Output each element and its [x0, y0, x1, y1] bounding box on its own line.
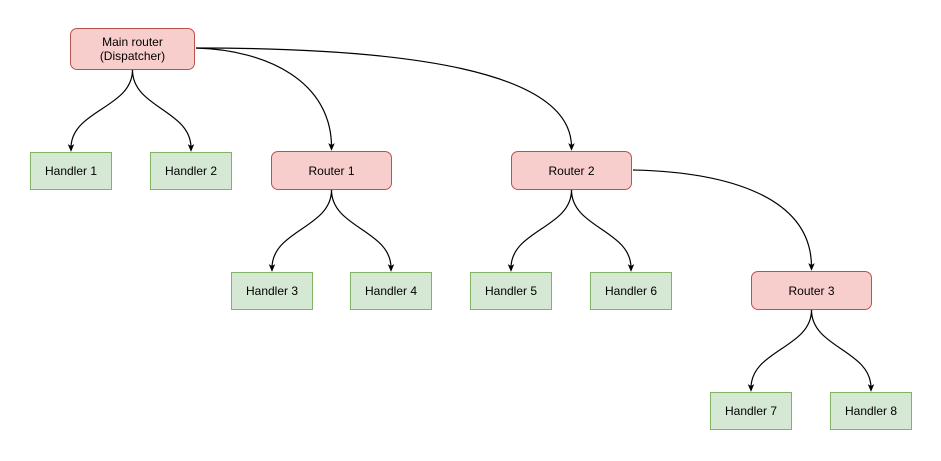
- edge-router-2-router-3: [632, 169, 815, 271]
- node-router-3[interactable]: Router 3: [751, 271, 872, 310]
- edge-paths: [67, 47, 875, 392]
- edge-main-handler-1: [67, 69, 134, 152]
- edge-router-1-handler-4: [330, 189, 395, 272]
- node-label: Router 3: [788, 283, 835, 298]
- node-label: Handler 4: [364, 284, 418, 298]
- node-main-router[interactable]: Main router (Dispatcher): [70, 28, 195, 70]
- node-label: Handler 1: [44, 164, 98, 178]
- edge-router-2-handler-6: [570, 189, 635, 272]
- node-handler-4[interactable]: Handler 4: [350, 272, 432, 310]
- node-router-2[interactable]: Router 2: [511, 151, 632, 190]
- node-label: Handler 5: [484, 284, 538, 298]
- node-handler-2[interactable]: Handler 2: [150, 152, 232, 190]
- edge-router-3-handler-8: [810, 309, 875, 392]
- node-handler-6[interactable]: Handler 6: [590, 272, 672, 310]
- node-handler-8[interactable]: Handler 8: [830, 392, 912, 430]
- node-label: Router 2: [548, 163, 595, 178]
- node-handler-7[interactable]: Handler 7: [710, 392, 792, 430]
- edge-router-3-handler-7: [747, 309, 813, 392]
- node-label: Handler 3: [245, 284, 299, 298]
- edge-router-2-handler-5: [507, 189, 573, 272]
- node-label: Main router (Dispatcher): [99, 35, 166, 63]
- node-handler-5[interactable]: Handler 5: [470, 272, 552, 310]
- edge-main-router-2: [195, 47, 575, 151]
- node-label: Handler 2: [164, 164, 218, 178]
- node-label: Handler 7: [724, 404, 778, 418]
- node-label: Handler 8: [844, 404, 898, 418]
- node-label: Router 1: [308, 163, 355, 178]
- edge-main-router-1: [195, 47, 335, 151]
- node-router-1[interactable]: Router 1: [271, 151, 392, 190]
- edge-main-handler-2: [131, 69, 195, 152]
- node-handler-1[interactable]: Handler 1: [30, 152, 112, 190]
- node-label: Handler 6: [604, 284, 658, 298]
- edge-router-1-handler-3: [268, 189, 333, 272]
- node-handler-3[interactable]: Handler 3: [231, 272, 313, 310]
